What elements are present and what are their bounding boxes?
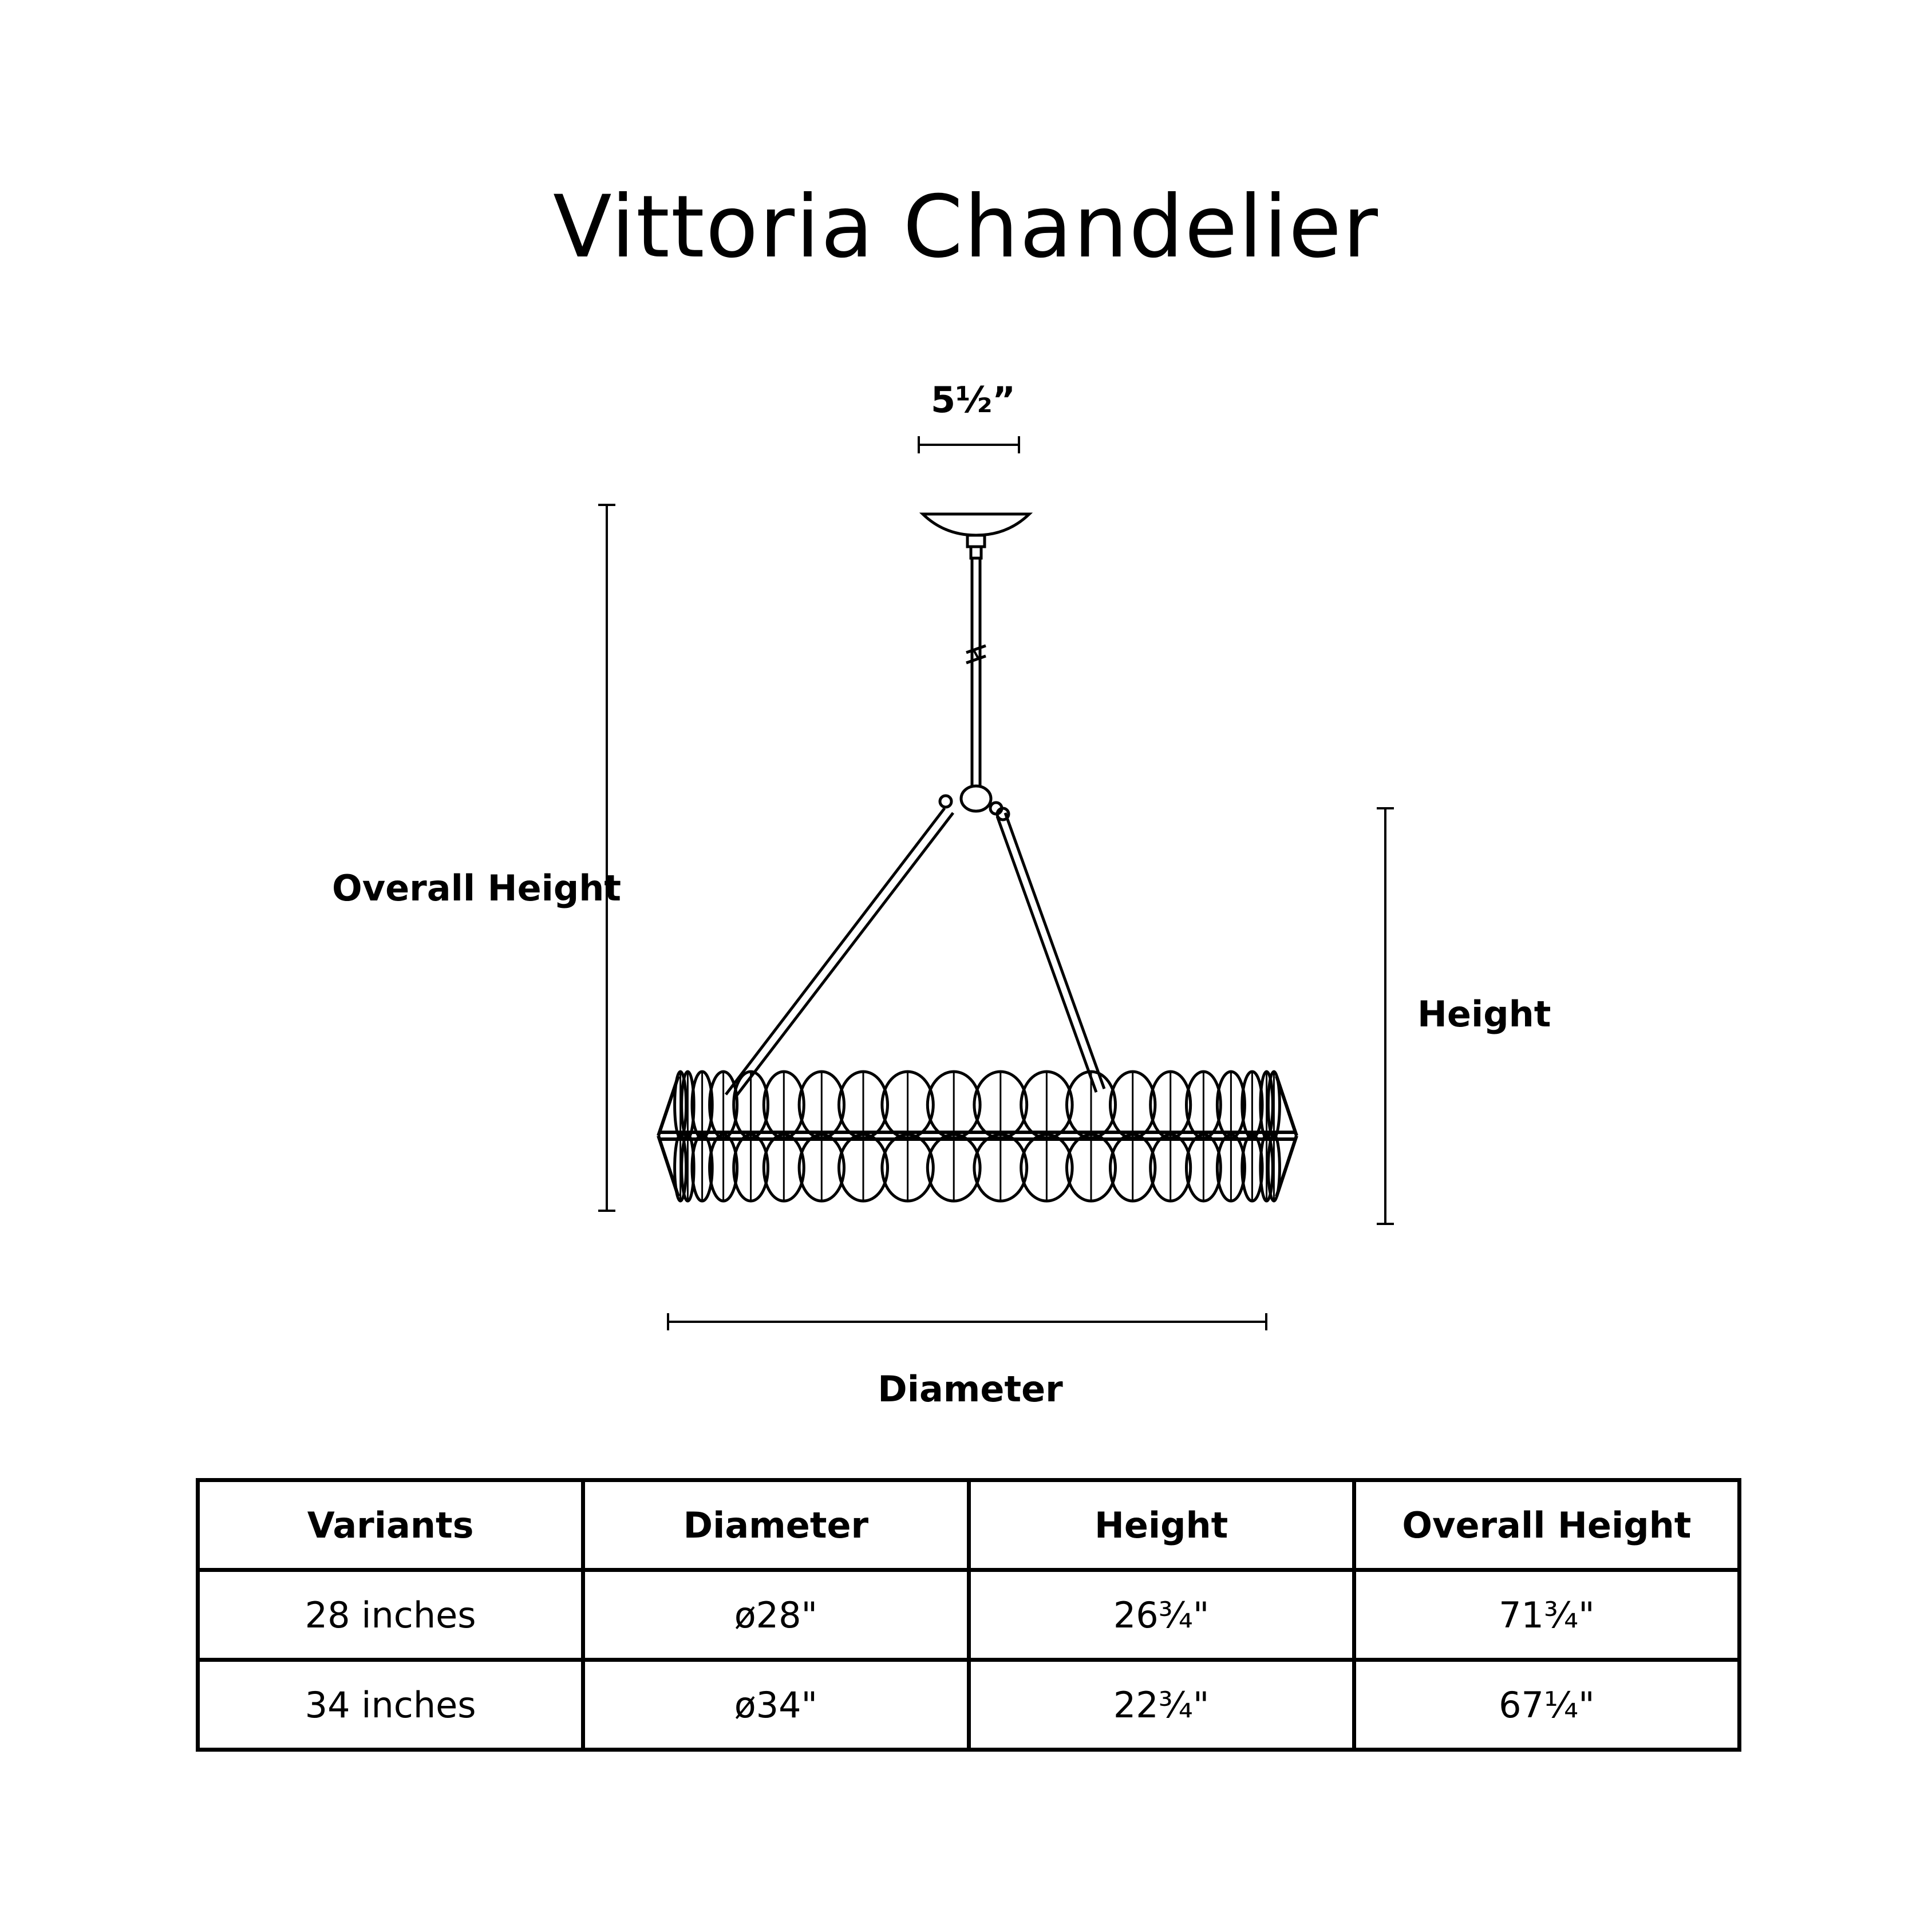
header-diameter: Diameter: [581, 1478, 971, 1572]
leaf-petal: [690, 1133, 714, 1203]
leaf-petal: [1109, 1133, 1157, 1203]
leaf-petal: [1185, 1133, 1222, 1203]
page-title: Vittoria Chandelier: [553, 177, 1379, 277]
leaf-petal: [926, 1133, 982, 1203]
leaf-ring: [673, 1070, 1281, 1203]
leaf-petal: [673, 1133, 688, 1203]
cell-overall-height: 67¼": [1352, 1658, 1742, 1752]
cell-diameter: ø34": [581, 1658, 971, 1752]
ring: [657, 1076, 1298, 1197]
leaf-petal: [680, 1133, 696, 1203]
cell-variant: 34 inches: [195, 1658, 586, 1752]
canopy: [919, 512, 1033, 560]
cell-overall-height: 71¾": [1352, 1568, 1742, 1662]
canopy-width-label: 5½”: [930, 379, 1016, 421]
leaf-petal: [708, 1133, 739, 1203]
leaf-petal: [1149, 1133, 1192, 1203]
header-variants: Variants: [195, 1478, 586, 1572]
header-overall-height: Overall Height: [1352, 1478, 1742, 1572]
overall-height-dimension-line: [598, 504, 615, 1212]
stem: [966, 558, 986, 787]
hub: [938, 784, 1010, 821]
leaf-petal: [762, 1133, 805, 1203]
diameter-dimension-line: [667, 1313, 1267, 1330]
leaf-petal: [1240, 1133, 1264, 1203]
leaf-petal: [1020, 1133, 1074, 1203]
support-arms: [725, 807, 1106, 1100]
leaf-petal: [1065, 1133, 1117, 1203]
table-header-row: Variants Diameter Height Overall Height: [195, 1478, 1742, 1572]
diameter-label: Diameter: [878, 1368, 1063, 1410]
leaf-petal: [837, 1133, 889, 1203]
spec-table: Variants Diameter Height Overall Height …: [195, 1478, 1742, 1752]
leaf-petal: [1266, 1133, 1281, 1203]
canopy-dimension-line: [918, 436, 1020, 453]
leaf-petal: [732, 1133, 769, 1203]
leaf-petal: [1215, 1133, 1246, 1203]
height-label: Height: [1417, 993, 1551, 1035]
cell-height: 22¾": [966, 1658, 1356, 1752]
table-row: 34 inches ø34" 22¾" 67¼": [195, 1658, 1742, 1752]
leaf-petal: [1259, 1133, 1274, 1203]
height-dimension-line: [1377, 807, 1394, 1225]
cell-variant: 28 inches: [195, 1568, 586, 1662]
header-height: Height: [966, 1478, 1356, 1572]
table-row: 28 inches ø28" 26¾" 71¾": [195, 1568, 1742, 1662]
leaf-petal: [797, 1133, 846, 1203]
leaf-petal: [973, 1133, 1029, 1203]
cell-diameter: ø28": [581, 1568, 971, 1662]
cell-height: 26¾": [966, 1568, 1356, 1662]
leaf-petal: [880, 1133, 935, 1203]
overall-height-label: Overall Height: [332, 867, 622, 909]
